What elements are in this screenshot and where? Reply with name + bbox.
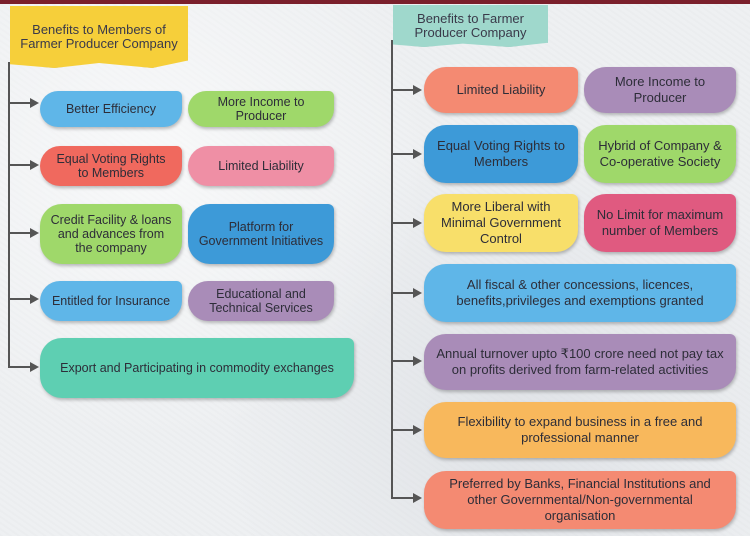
- right-node-1b: More Income to Producer: [584, 67, 736, 113]
- right-node-3b: No Limit for maximum number of Members: [584, 194, 736, 252]
- left-header: Benefits to Members of Farmer Producer C…: [10, 6, 188, 68]
- left-branch-1: [8, 102, 32, 104]
- left-node-4a: Entitled for Insurance: [40, 281, 182, 321]
- left-arrow-2: [30, 160, 39, 170]
- right-arrow-3: [413, 218, 422, 228]
- left-branch-3: [8, 232, 32, 234]
- right-arrow-1: [413, 85, 422, 95]
- right-branch-6: [391, 429, 415, 431]
- right-arrow-6: [413, 425, 422, 435]
- right-arrow-4: [413, 288, 422, 298]
- left-arrow-3: [30, 228, 39, 238]
- right-arrow-7: [413, 493, 422, 503]
- right-branch-2: [391, 153, 415, 155]
- top-border: [0, 0, 750, 4]
- left-trunk: [8, 62, 10, 367]
- right-arrow-2: [413, 149, 422, 159]
- right-node-1a: Limited Liability: [424, 67, 578, 113]
- left-node-wide: Export and Participating in commodity ex…: [40, 338, 354, 398]
- right-branch-5: [391, 360, 415, 362]
- right-node-2b: Hybrid of Company & Co-operative Society: [584, 125, 736, 183]
- right-branch-7: [391, 497, 415, 499]
- right-node-wide-3: Flexibility to expand business in a free…: [424, 402, 736, 458]
- right-node-wide-1: All fiscal & other concessions, licences…: [424, 264, 736, 322]
- left-node-3a: Credit Facility & loans and advances fro…: [40, 204, 182, 264]
- left-arrow-4: [30, 294, 39, 304]
- right-node-3a: More Liberal with Minimal Government Con…: [424, 194, 578, 252]
- right-node-wide-2: Annual turnover upto ₹100 crore need not…: [424, 334, 736, 390]
- right-node-2a: Equal Voting Rights to Members: [424, 125, 578, 183]
- right-header: Benefits to Farmer Producer Company: [393, 5, 548, 47]
- left-node-2b: Limited Liability: [188, 146, 334, 186]
- left-node-4b: Educational and Technical Services: [188, 281, 334, 321]
- right-node-wide-4: Preferred by Banks, Financial Institutio…: [424, 471, 736, 529]
- left-branch-5: [8, 366, 32, 368]
- right-branch-3: [391, 222, 415, 224]
- left-node-2a: Equal Voting Rights to Members: [40, 146, 182, 186]
- right-branch-1: [391, 89, 415, 91]
- left-branch-4: [8, 298, 32, 300]
- left-node-1a: Better Efficiency: [40, 91, 182, 127]
- left-arrow-5: [30, 362, 39, 372]
- right-arrow-5: [413, 356, 422, 366]
- left-branch-2: [8, 164, 32, 166]
- left-node-3b: Platform for Government Initiatives: [188, 204, 334, 264]
- left-arrow-1: [30, 98, 39, 108]
- right-trunk: [391, 40, 393, 498]
- left-node-1b: More Income to Producer: [188, 91, 334, 127]
- right-branch-4: [391, 292, 415, 294]
